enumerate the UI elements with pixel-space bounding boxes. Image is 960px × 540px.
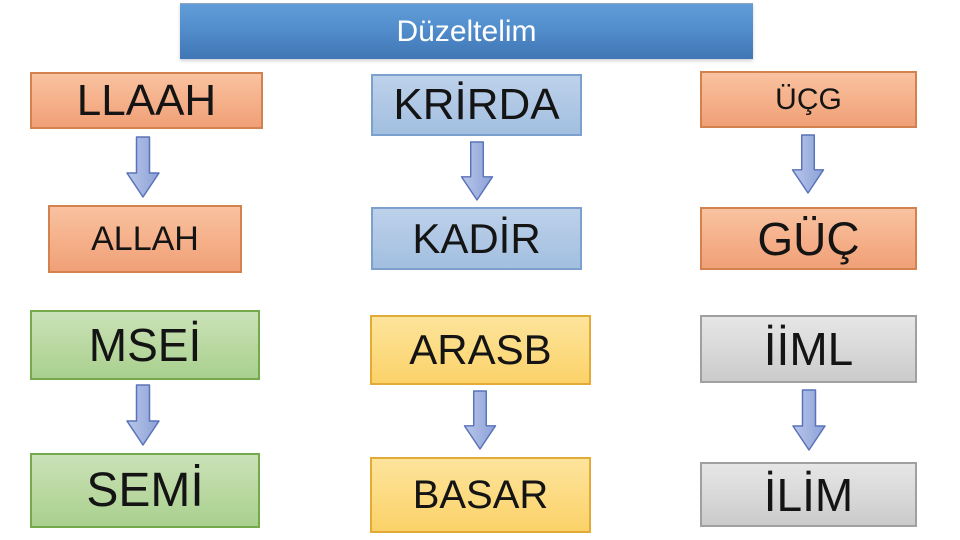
word-box-scrambled-semi: MSEİ	[30, 310, 260, 380]
slide-title: Düzeltelim	[180, 3, 753, 59]
down-arrow-icon	[126, 384, 160, 446]
word-label: ARASB	[409, 326, 552, 373]
word-box-scrambled-basar: ARASB	[370, 315, 591, 385]
word-box-corrected-ilim: İLİM	[700, 462, 917, 527]
word-box-corrected-kadir: KADİR	[371, 207, 582, 270]
slide-title-label: Düzeltelim	[396, 14, 537, 48]
word-label: BASAR	[412, 473, 549, 517]
down-arrow-icon	[126, 136, 160, 198]
word-label: LLAAH	[76, 75, 217, 125]
word-label: İLİM	[763, 468, 854, 521]
word-box-corrected-semi: SEMİ	[30, 453, 260, 528]
word-box-corrected-basar: BASAR	[370, 457, 591, 533]
down-arrow-icon	[792, 389, 826, 451]
word-box-corrected-guc: GÜÇ	[700, 207, 917, 270]
down-arrow-icon	[460, 141, 494, 201]
word-box-scrambled-guc: ÜÇG	[700, 71, 917, 128]
down-arrow-icon	[463, 390, 497, 450]
word-label: ALLAH	[91, 220, 199, 258]
word-label: SEMİ	[86, 463, 204, 517]
word-label: MSEİ	[88, 319, 202, 371]
word-label: KADİR	[412, 214, 541, 262]
word-label: GÜÇ	[757, 212, 860, 265]
word-label: KRİRDA	[393, 80, 560, 129]
word-label: ÜÇG	[775, 82, 842, 116]
word-box-scrambled-kadir: KRİRDA	[371, 74, 582, 136]
word-box-corrected-allah: ALLAH	[48, 205, 242, 273]
word-box-scrambled-allah: LLAAH	[30, 72, 263, 129]
down-arrow-icon	[791, 134, 825, 194]
word-box-scrambled-ilim: İİML	[700, 315, 917, 383]
word-label: İİML	[763, 323, 854, 375]
